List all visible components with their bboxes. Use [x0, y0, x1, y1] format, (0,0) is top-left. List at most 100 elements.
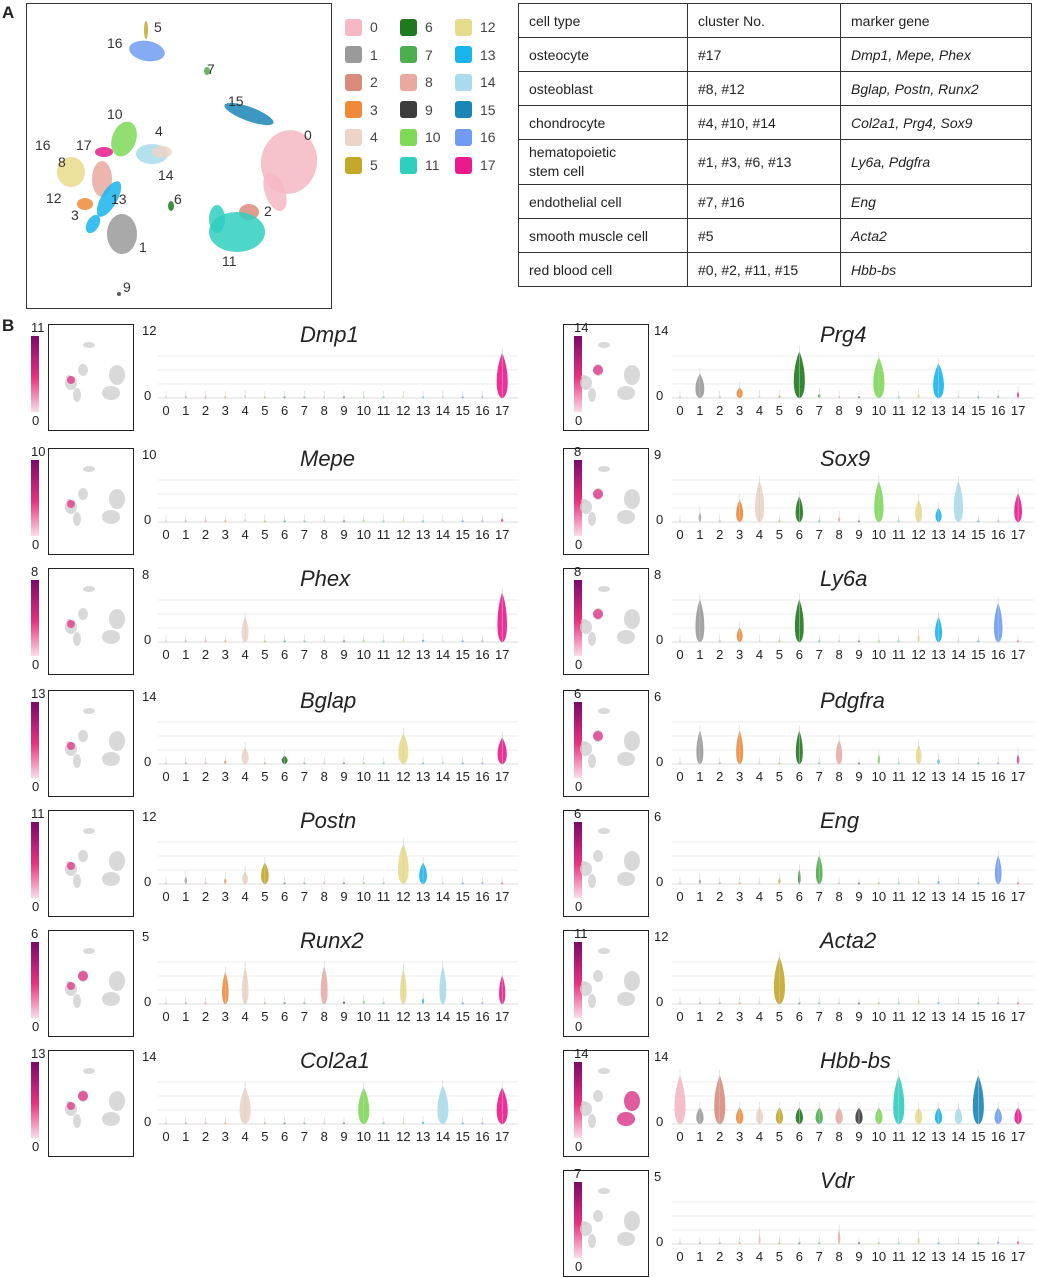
colorbar-max-label: 8	[574, 564, 582, 579]
feature-umap-highlight	[593, 731, 603, 741]
legend-swatch	[400, 18, 417, 36]
x-tick-label: 3	[736, 1249, 744, 1264]
legend-item: 17	[455, 156, 496, 174]
legend-swatch	[400, 156, 417, 174]
x-tick-label: 3	[221, 647, 229, 662]
colorbar-max-label: 10	[31, 444, 46, 459]
x-tick-label: 13	[415, 1009, 431, 1024]
x-tick-label: 2	[201, 1009, 210, 1024]
x-tick-label: 17	[494, 1129, 510, 1144]
legend-item: 7	[400, 46, 433, 64]
legend-item: 8	[400, 73, 433, 91]
x-tick-label: 2	[201, 647, 210, 662]
x-tick-label: 17	[1010, 1129, 1026, 1144]
feature-umap-silhouette	[581, 1221, 587, 1225]
x-tick-label: 5	[261, 403, 269, 418]
x-tick-label: 8	[835, 647, 843, 662]
x-tick-label: 9	[855, 1009, 863, 1024]
colorbar	[574, 460, 582, 536]
x-tick-label: 3	[736, 527, 744, 542]
x-tick-label: 14	[435, 1129, 451, 1144]
x-tick-label: 5	[775, 403, 784, 418]
umap-cluster-label: 0	[304, 127, 312, 143]
umap-cluster-label: 3	[71, 207, 79, 223]
feature-umap-svg	[65, 708, 125, 768]
feature-umap-silhouette	[109, 851, 125, 871]
legend-label: 7	[425, 46, 433, 63]
y-zero-label: 0	[656, 388, 664, 403]
legend-swatch	[455, 101, 472, 119]
x-tick-label: 2	[716, 527, 724, 542]
y-max-label: 12	[142, 809, 157, 824]
x-tick-label: 0	[162, 1009, 170, 1024]
x-tick-label: 6	[795, 527, 803, 542]
y-max-label: 14	[142, 1049, 157, 1064]
x-tick-label: 3	[221, 1009, 229, 1024]
feature-umap-silhouette	[78, 730, 88, 742]
x-tick-label: 8	[835, 1129, 843, 1144]
feature-umap-highlight	[67, 500, 75, 508]
x-tick-label: 9	[855, 1129, 863, 1144]
legend-label: 14	[480, 74, 496, 91]
panel-label-b: B	[2, 316, 15, 335]
table-cell: red blood cell	[518, 252, 688, 287]
colorbar	[574, 580, 582, 656]
x-tick-label: 5	[775, 889, 784, 904]
x-tick-label: 1	[696, 647, 704, 662]
colorbar-min-label: 0	[575, 779, 583, 794]
feature-umap-silhouette	[588, 632, 596, 646]
feature-umap-silhouette	[73, 512, 81, 526]
x-tick-label: 3	[736, 403, 744, 418]
x-tick-label: 17	[1010, 769, 1026, 784]
x-tick-label: 15	[455, 647, 470, 662]
x-tick-label: 9	[340, 1129, 348, 1144]
x-tick-label: 2	[201, 769, 210, 784]
feature-umap-highlight	[78, 971, 88, 981]
feature-umap-highlight	[67, 982, 75, 990]
x-tick-label: 6	[795, 769, 803, 784]
violin-plot	[672, 346, 1034, 399]
y-max-label: 8	[654, 567, 662, 582]
table-row: endothelial cell #7, #16 Eng	[518, 184, 1032, 219]
x-tick-label: 14	[951, 403, 966, 418]
violin-plot	[672, 594, 1034, 643]
y-zero-label: 0	[144, 1114, 152, 1129]
x-tick-label: 3	[221, 527, 229, 542]
feature-umap-silhouette	[83, 948, 95, 954]
x-tick-label: 17	[1010, 403, 1026, 418]
legend-swatch	[455, 18, 472, 36]
x-tick-label: 15	[455, 527, 470, 542]
x-tick-label: 9	[855, 403, 863, 418]
x-tick-label: 11	[892, 1129, 906, 1144]
x-tick-label: 12	[911, 1009, 926, 1024]
feature-umap-silhouette	[581, 741, 587, 745]
x-tick-label: 12	[911, 889, 926, 904]
feature-umap-silhouette	[109, 609, 125, 629]
x-tick-label: 13	[415, 647, 431, 662]
feature-umap-silhouette	[78, 608, 88, 620]
feature-umap-silhouette	[78, 488, 88, 500]
feature-umap-silhouette	[593, 1090, 603, 1102]
x-tick-label: 6	[795, 1009, 803, 1024]
table-header-cell: cluster No.	[687, 3, 841, 38]
table-cell: #8, #12	[687, 71, 841, 106]
x-tick-label: 3	[736, 1129, 744, 1144]
violin-plot	[158, 838, 518, 885]
legend-item: 1	[345, 46, 378, 64]
x-tick-label: 6	[795, 1249, 803, 1264]
legend-label: 16	[480, 129, 496, 146]
feature-umap-plot	[48, 1050, 134, 1157]
feature-umap-plot	[48, 448, 134, 555]
x-tick-label: 16	[475, 889, 490, 904]
table-cell: Acta2	[840, 218, 1032, 253]
colorbar	[574, 1182, 582, 1258]
table-cell: Col2a1, Prg4, Sox9	[840, 105, 1032, 140]
table-row: hematopoietic stem cell #1, #3, #6, #13 …	[518, 139, 1032, 185]
x-tick-label: 2	[716, 889, 724, 904]
x-tick-label: 13	[931, 1249, 946, 1264]
x-tick-label: 12	[911, 527, 926, 542]
x-tick-label: 6	[281, 403, 289, 418]
